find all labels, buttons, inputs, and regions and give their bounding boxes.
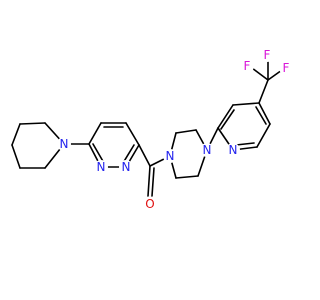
atom-label: N [229,143,238,157]
bond [151,167,155,197]
atom-labels: N N N O N N N F F F [57,48,293,211]
pyridine-ring [217,102,271,151]
bond [175,129,197,134]
bond [217,104,234,129]
bond [255,106,267,125]
atom-label: N [122,160,131,174]
atom-label: F [244,59,251,73]
atom-label: N [166,149,175,163]
bond [138,144,151,167]
bond [220,109,235,130]
atom-label: F [283,61,290,75]
bond [258,102,271,125]
bond [267,69,283,81]
bond [147,165,151,197]
bond [175,175,199,179]
bond [258,79,269,104]
atom-label: F [264,48,271,62]
bond [251,67,269,81]
bond [235,142,255,146]
bond [256,123,271,148]
piperidine-ring [11,122,65,169]
bond [11,123,21,146]
atom-label: N [97,160,106,174]
bond [122,144,135,164]
bond [92,143,105,164]
atom-label: O [145,197,154,211]
atom-label: N [203,143,212,157]
bond [19,122,46,125]
molecule-diagram: N N N O N N N F F F [11,48,293,211]
bond [11,144,21,169]
bond [88,122,102,145]
bond [232,102,260,106]
bond [125,122,140,146]
structure-svg: N N N O N N N F F F [11,48,293,211]
atom-label: N [60,137,69,151]
